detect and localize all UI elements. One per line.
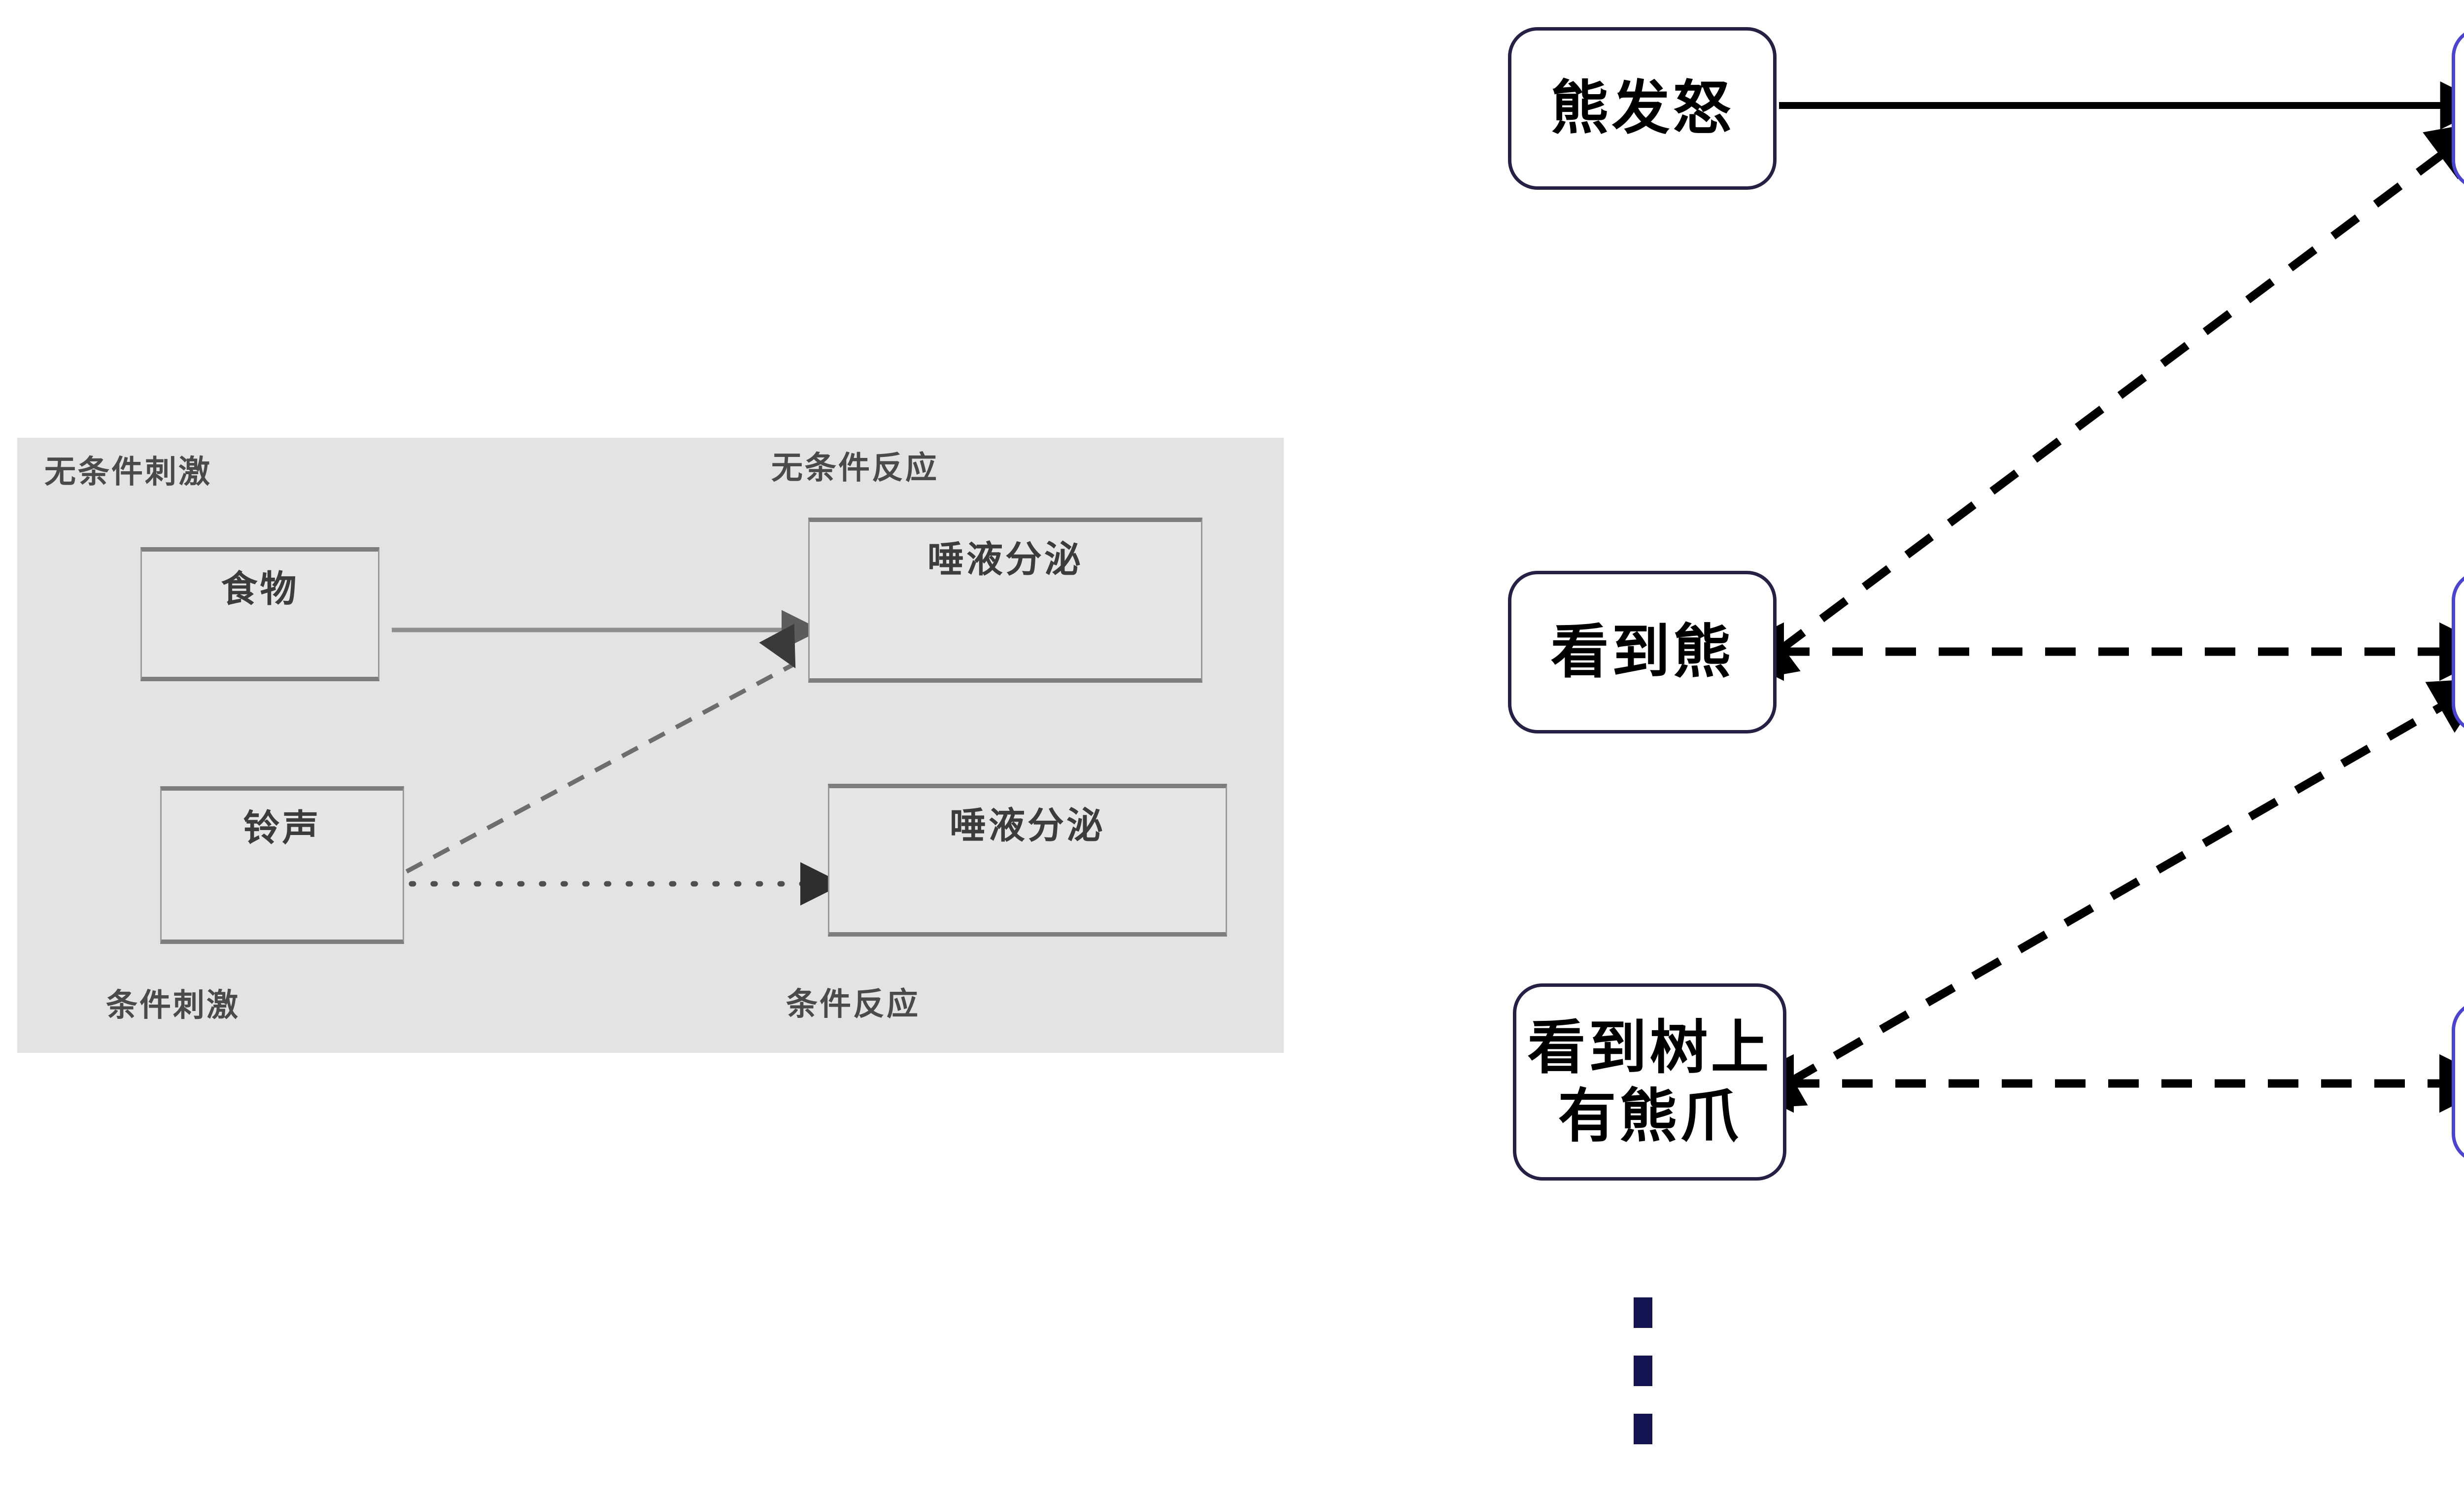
label-unconditioned-response: 无条件反应 — [771, 450, 939, 487]
ellipsis-dot-left-2 — [1634, 1356, 1652, 1386]
box-salivation-unconditioned-label: 唾液分泌 — [927, 538, 1083, 581]
pavlov-conditioning-panel: 无条件刺激 无条件反应 条件刺激 条件反应 食物 唾液分泌 铃声 唾液分泌 — [17, 438, 1284, 1053]
box-see-claw-marks-line2: 有熊爪 — [1558, 1082, 1742, 1150]
box-food: 食物 — [140, 547, 379, 681]
pavlov-arrow-layer — [392, 610, 844, 906]
box-bear-angry[interactable]: 熊发怒 — [1508, 27, 1777, 190]
box-v-s[interactable]: V(s) — [2452, 1001, 2464, 1163]
box-v-s-prime[interactable]: V(s′) — [2452, 571, 2464, 733]
box-see-claw-marks-line1: 看到树上 — [1527, 1013, 1772, 1081]
ellipsis-dot-left-1 — [1634, 1297, 1652, 1328]
box-see-bear-label: 看到熊 — [1550, 618, 1734, 686]
box-see-claw-marks-label: 看到树上 有熊爪 — [1527, 1013, 1772, 1150]
box-bell-label: 铃声 — [243, 807, 321, 849]
box-salivation-conditioned: 唾液分泌 — [828, 784, 1227, 937]
box-food-label: 食物 — [221, 568, 299, 610]
rl-arrow-layer — [1725, 81, 2464, 1113]
arrow-see-claw-to-v-s-prime — [1742, 678, 2464, 1110]
td-learning-panel: 熊发怒 看到熊 看到树上 有熊爪 奖励 V(s′) V(s) — [1454, 0, 2464, 1499]
label-conditioned-response: 条件反应 — [786, 986, 920, 1023]
box-bear-angry-label: 熊发怒 — [1550, 74, 1734, 142]
box-see-claw-marks[interactable]: 看到树上 有熊爪 — [1513, 983, 1786, 1181]
box-salivation-unconditioned: 唾液分泌 — [808, 518, 1202, 683]
box-reward[interactable]: 奖励 — [2452, 27, 2464, 190]
label-conditioned-stimulus: 条件刺激 — [106, 987, 240, 1024]
arrow-bell-to-uncond-response — [405, 624, 796, 873]
box-bell: 铃声 — [160, 786, 404, 944]
box-salivation-conditioned-label: 唾液分泌 — [950, 804, 1105, 847]
arrow-see-bear-to-reward — [1736, 120, 2464, 683]
box-see-bear[interactable]: 看到熊 — [1508, 571, 1777, 733]
ellipsis-dot-left-3 — [1634, 1414, 1652, 1444]
label-unconditioned-stimulus: 无条件刺激 — [44, 454, 212, 490]
